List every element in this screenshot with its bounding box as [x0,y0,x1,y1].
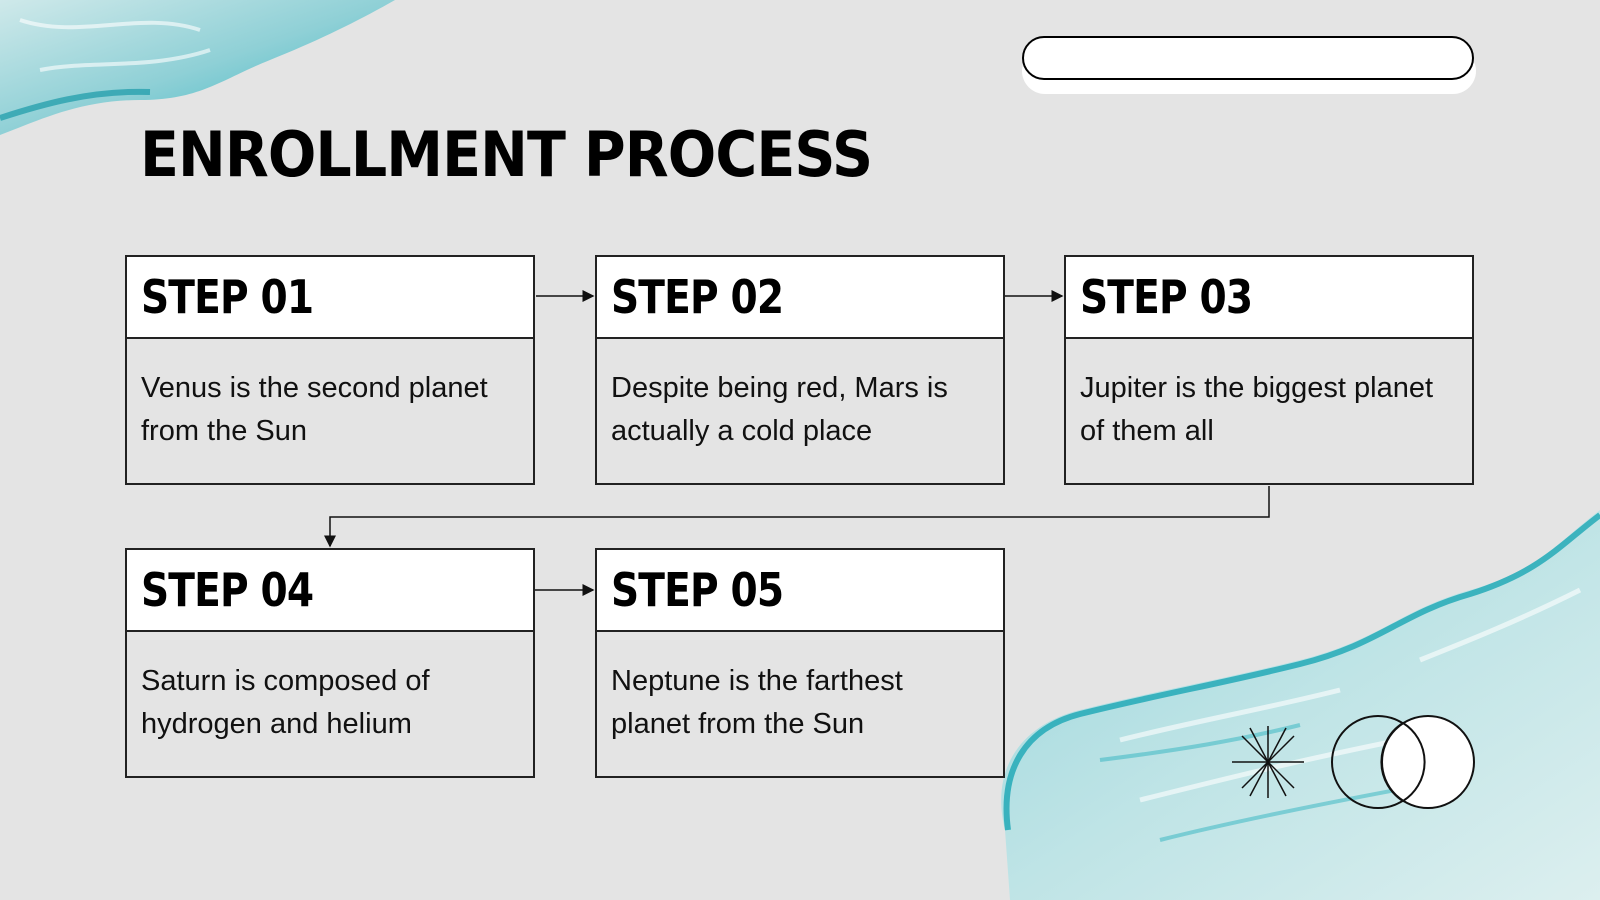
step-card-1: STEP 01 Venus is the second planet from … [125,255,535,485]
step-description: Venus is the second planet from the Sun [141,372,488,447]
step-label: STEP 05 [611,563,784,617]
step-card-4: STEP 04 Saturn is composed of hydrogen a… [125,548,535,778]
pill-shape [1022,36,1474,80]
step-label: STEP 01 [141,270,314,324]
water-decoration-top-left [0,0,395,135]
step-description: Neptune is the farthest planet from the … [611,665,903,740]
page-title: ENROLLMENT PROCESS [140,118,873,191]
step-label: STEP 02 [611,270,784,324]
step-card-2: STEP 02 Despite being red, Mars is actua… [595,255,1005,485]
step-card-3: STEP 03 Jupiter is the biggest planet of… [1064,255,1474,485]
overlapping-circles-icon [1331,715,1475,809]
arrow-step3-step4 [324,486,1270,548]
step-card-5: STEP 05 Neptune is the farthest planet f… [595,548,1005,778]
step-label: STEP 03 [1080,270,1253,324]
starburst-icon [1232,726,1304,798]
step-description: Despite being red, Mars is actually a co… [611,372,948,447]
step-description: Jupiter is the biggest planet of them al… [1080,372,1434,447]
step-description: Saturn is composed of hydrogen and heliu… [141,665,430,740]
step-label: STEP 04 [141,563,314,617]
